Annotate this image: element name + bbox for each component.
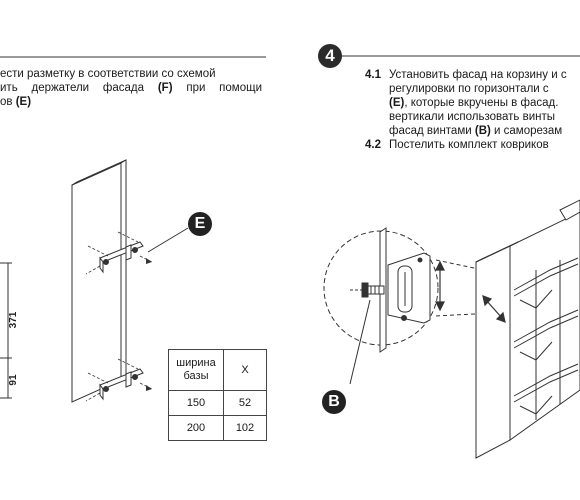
header-x: X: [223, 349, 267, 391]
left-line-3: ов (E): [0, 96, 32, 108]
detail-hinge-plate: [387, 252, 431, 324]
step-4-1-line-2: регулировки по горизонтали с: [389, 83, 549, 95]
vertical-adjust-arrow: [435, 260, 445, 312]
label-e-badge: E: [188, 212, 212, 236]
label-e-leader: [147, 227, 189, 253]
left-line-1: ести разметку в соответствии со схемой: [0, 68, 216, 80]
label-b-leader: [349, 299, 371, 385]
table-cell-base: 150: [168, 390, 224, 416]
header-base-width: ширина базы: [168, 349, 224, 391]
base-width-table: ширина базы X 150 52 200 102: [168, 349, 267, 441]
left-line-2: ить держатели фасада (F) при помощи: [0, 82, 262, 94]
step-4-1-line-4: вертикали использовать винты: [389, 111, 555, 123]
dimension-371: 371: [8, 311, 19, 328]
horizontal-adjust-arrow: [482, 295, 506, 323]
step-4-1-line-5: фасад винтами (B) и саморезам: [389, 125, 563, 137]
table-row: 150 52: [168, 390, 267, 416]
table-row: 200 102: [168, 415, 267, 441]
step-number-badge: 4: [318, 44, 342, 68]
table-cell-x: 102: [223, 415, 267, 441]
dimension-91: 91: [8, 374, 19, 386]
upper-bracket: [99, 241, 144, 274]
dimension-lines: [0, 262, 12, 399]
table-cell-base: 200: [168, 415, 224, 441]
basket-assembly: [475, 199, 580, 459]
basket-wires: [513, 257, 579, 420]
facade-panel: [71, 159, 127, 403]
label-b-badge: B: [322, 390, 346, 414]
left-instruction-text: ести разметку в соответствии со схемой и…: [0, 67, 262, 109]
table-header-row: ширина базы X: [168, 349, 267, 391]
screw-b: [350, 282, 385, 298]
table-cell-x: 52: [223, 390, 267, 416]
step-4-1-line-3: (E), которые вкручены в фасад.: [389, 97, 559, 109]
lower-bracket: [99, 368, 144, 401]
